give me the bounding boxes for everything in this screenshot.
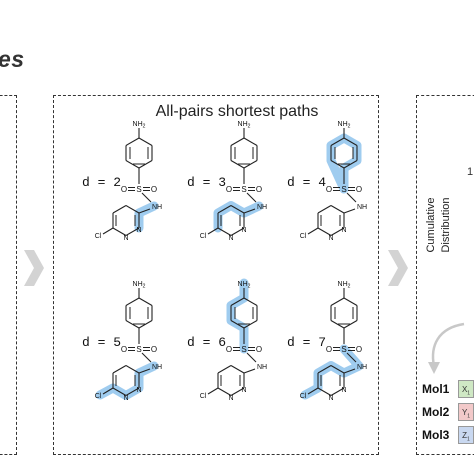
atom-label-sulfur: S: [241, 185, 246, 194]
atom-label-nitrogen: N: [341, 227, 346, 234]
distance-label: d = 7: [287, 335, 326, 350]
atom-label-sulfur: S: [136, 185, 141, 194]
atom-label-nitrogen: N: [328, 235, 333, 242]
distance-label: d = 5: [82, 335, 121, 350]
highlight-path: [300, 344, 364, 400]
atom-label-oxygen: O: [151, 345, 157, 354]
molecule-name: Mol2: [422, 405, 450, 419]
atom-label-nitrogen: N: [123, 235, 128, 242]
atom-label-oxygen: O: [256, 185, 262, 194]
curved-arrow-icon: [428, 322, 465, 374]
atom-label-nitrogen: N: [241, 387, 246, 394]
left-chevron-icon: [24, 250, 44, 286]
distance-label: d = 4: [287, 175, 326, 190]
atom-label-sulfur: S: [341, 185, 346, 194]
distance-label: d = 2: [82, 175, 121, 190]
atom-label-chlorine: Cl: [200, 233, 207, 240]
y-axis-label: Cumulative Distribution: [424, 175, 460, 275]
atom-label-amine: NH2: [238, 281, 251, 290]
atom-label-nitrogen: N: [136, 387, 141, 394]
atom-label-oxygen: O: [121, 345, 127, 354]
atom-label-chlorine: Cl: [300, 233, 307, 240]
right-chevron-icon: [388, 250, 408, 286]
atom-label-oxygen: O: [151, 185, 157, 194]
atom-label-nh: NH: [257, 204, 267, 211]
right-panel-border: [416, 95, 474, 455]
atom-label-nitrogen: N: [341, 387, 346, 394]
molecule-feature-cell: X1: [458, 380, 474, 398]
atom-label-sulfur: S: [136, 345, 141, 354]
atom-label-oxygen: O: [326, 185, 332, 194]
atom-label-nitrogen: N: [123, 395, 128, 402]
atom-label-oxygen: O: [356, 345, 362, 354]
atom-label-oxygen: O: [356, 185, 362, 194]
distance-label: d = 6: [187, 335, 226, 350]
atom-label-nh: NH: [152, 364, 162, 371]
atom-label-nitrogen: N: [241, 227, 246, 234]
highlight-path: [226, 278, 249, 354]
center-panel-border: [53, 95, 379, 455]
atom-label-nitrogen: N: [328, 395, 333, 402]
atom-label-amine: NH2: [338, 121, 351, 130]
right-panel-tick: 1: [467, 166, 474, 178]
molecule-name: Mol3: [422, 428, 450, 442]
atom-label-amine: NH2: [238, 121, 251, 130]
atom-label-oxygen: O: [326, 345, 332, 354]
y-axis-label-text: Cumulative Distribution: [425, 197, 452, 253]
atom-label-oxygen: O: [121, 185, 127, 194]
atom-label-oxygen: O: [226, 345, 232, 354]
atom-label-chlorine: Cl: [95, 233, 102, 240]
atom-label-oxygen: O: [256, 345, 262, 354]
molecule-name: Mol1: [422, 382, 450, 396]
atom-label-oxygen: O: [226, 185, 232, 194]
atom-label-nitrogen: N: [228, 235, 233, 242]
atom-label-chlorine: Cl: [300, 393, 307, 400]
atom-label-sulfur: S: [341, 345, 346, 354]
atom-label-nh: NH: [257, 364, 267, 371]
atom-label-nh: NH: [357, 204, 367, 211]
distance-label: d = 3: [187, 175, 226, 190]
atom-label-amine: NH2: [338, 281, 351, 290]
atom-label-chlorine: Cl: [200, 393, 207, 400]
atom-label-sulfur: S: [241, 345, 246, 354]
atom-label-nitrogen: N: [228, 395, 233, 402]
atom-label-amine: NH2: [133, 281, 146, 290]
molecule-feature-cell: Y1: [458, 403, 474, 421]
left-panel-border: [0, 95, 17, 455]
panel-title: All-pairs shortest paths: [155, 103, 319, 120]
molecule-feature-cell: Z1: [458, 426, 474, 444]
atom-label-amine: NH2: [133, 121, 146, 130]
atom-label-nh: NH: [357, 364, 367, 371]
atom-label-nitrogen: N: [136, 227, 141, 234]
section-heading-fragment: es: [0, 46, 25, 72]
atom-label-chlorine: Cl: [95, 393, 102, 400]
atom-label-nh: NH: [152, 204, 162, 211]
